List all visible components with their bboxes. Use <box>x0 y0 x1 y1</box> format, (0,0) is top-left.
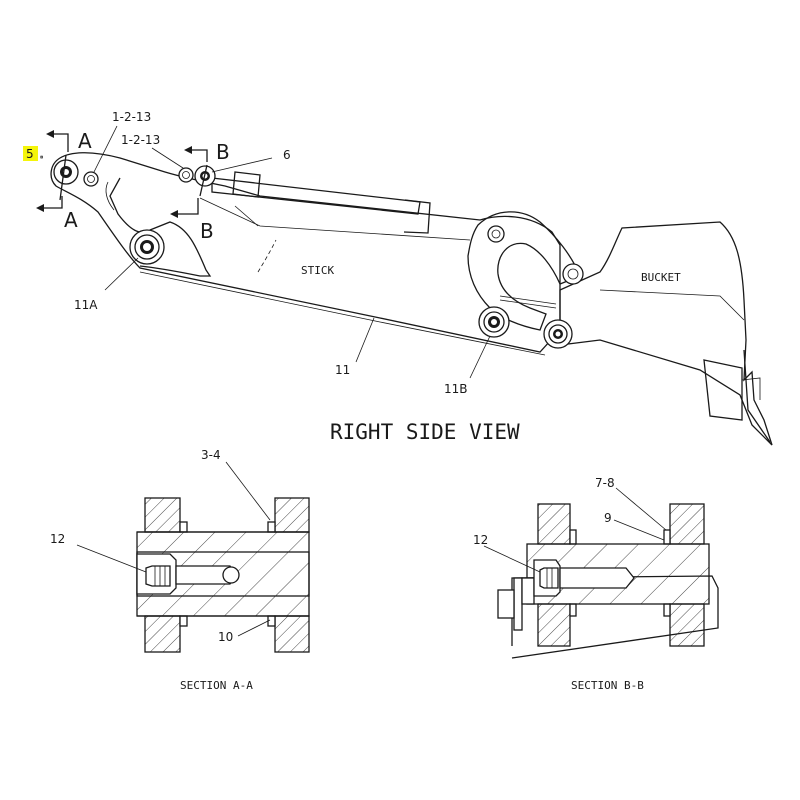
callout-12-a[interactable]: 12 <box>50 532 65 546</box>
section-b-label-bottom: B <box>200 219 214 243</box>
bucket-linkage <box>467 211 581 331</box>
section-a-label-top: A <box>78 129 92 153</box>
grease-fitting-b[interactable] <box>178 167 194 183</box>
pins <box>53 159 584 349</box>
pin-bucket-lower[interactable] <box>543 319 573 349</box>
section-b-marker: B B <box>170 140 230 243</box>
callout-11a[interactable]: 11A <box>74 298 98 312</box>
leader-lines <box>93 125 491 379</box>
section-a-marker: A A <box>36 129 92 232</box>
callout-9[interactable]: 9 <box>604 511 612 525</box>
callout-12-b[interactable]: 12 <box>473 533 488 547</box>
section-a-a <box>136 497 310 653</box>
stick-label: STICK <box>301 264 334 277</box>
section-b-b-caption: SECTION B-B <box>571 679 644 692</box>
bucket-outline <box>559 221 773 446</box>
callout-3-4[interactable]: 3-4 <box>201 448 221 462</box>
stick-assembly <box>50 152 581 356</box>
pin-5[interactable] <box>53 159 79 185</box>
callout-1-2-13-a[interactable]: 1-2-13 <box>112 110 151 124</box>
pin-link-top[interactable] <box>487 225 505 243</box>
callout-5[interactable]: 5 <box>26 147 34 161</box>
callout-6[interactable]: 6 <box>283 148 291 162</box>
callout-10[interactable]: 10 <box>218 630 233 644</box>
callout-11[interactable]: 11 <box>335 363 350 377</box>
section-b-b <box>497 503 719 659</box>
svg-text:.: . <box>38 147 45 161</box>
pin-11b[interactable] <box>478 306 510 338</box>
section-a-label-bottom: A <box>64 208 78 232</box>
cylinder-rod <box>211 177 421 215</box>
callout-1-2-13-b[interactable]: 1-2-13 <box>121 133 160 147</box>
callout-5-highlight <box>23 146 38 161</box>
pin-11a[interactable] <box>129 229 165 265</box>
bucket-label: BUCKET <box>641 271 681 284</box>
boss-plate <box>109 177 212 277</box>
bucket <box>559 221 773 446</box>
stick-lower-edge <box>139 271 546 356</box>
section-a-a-caption: SECTION A-A <box>180 679 253 692</box>
grease-fitting-a[interactable] <box>83 171 99 187</box>
pin-bucket-upper[interactable] <box>562 263 584 285</box>
callout-11b[interactable]: 11B <box>444 382 468 396</box>
view-title: RIGHT SIDE VIEW <box>330 420 520 444</box>
callout-7-8[interactable]: 7-8 <box>595 476 615 490</box>
section-b-label-top: B <box>216 140 230 164</box>
stick-outline <box>50 152 561 353</box>
